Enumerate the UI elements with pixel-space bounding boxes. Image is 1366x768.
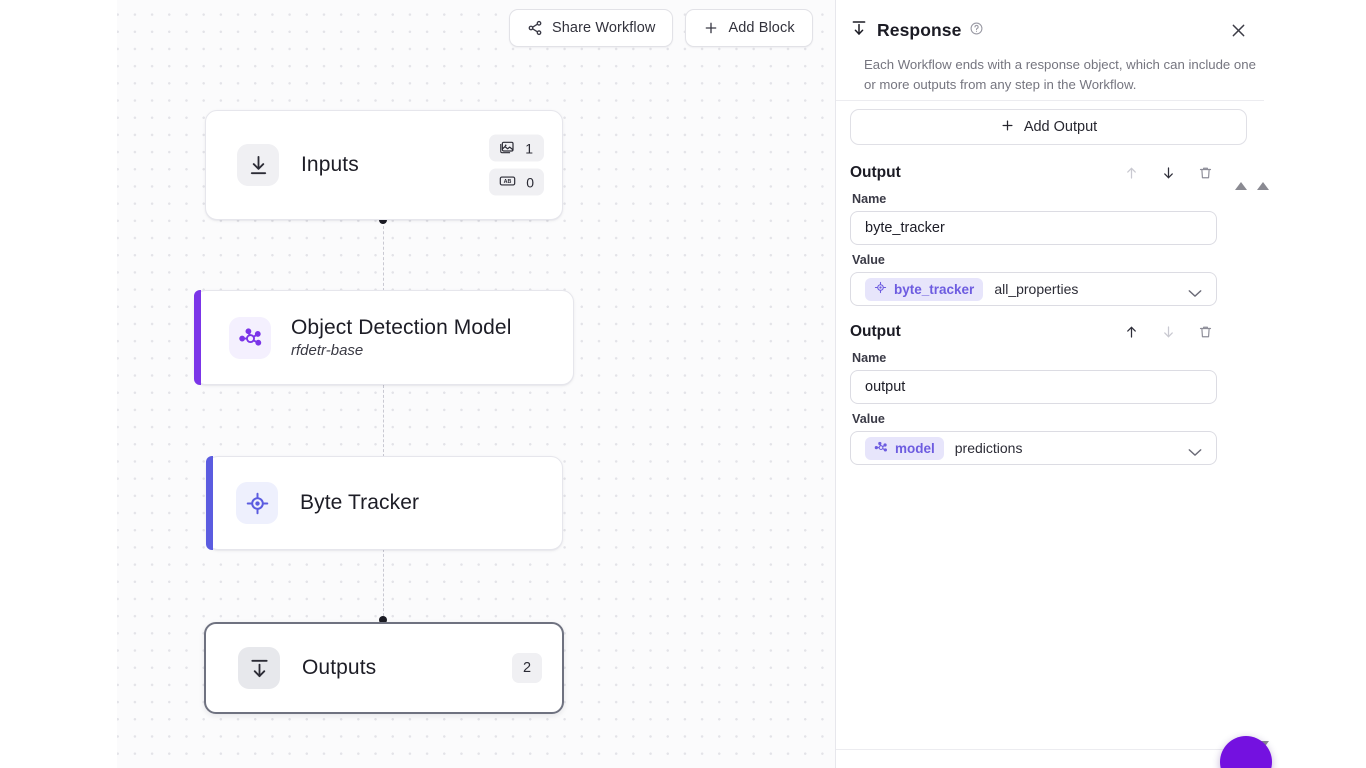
close-icon[interactable] bbox=[1229, 21, 1249, 41]
select-value: all_properties bbox=[994, 281, 1079, 297]
triangle-up-icon[interactable] bbox=[1235, 182, 1247, 190]
share-workflow-label: Share Workflow bbox=[552, 20, 656, 36]
node-accent-bar bbox=[194, 290, 201, 385]
crosshair-target-icon bbox=[236, 482, 278, 524]
badge-image-count: 1 bbox=[489, 134, 544, 162]
edge-tracker-to-outputs bbox=[383, 549, 384, 621]
triangle-up-icon[interactable] bbox=[1257, 182, 1269, 190]
output-heading: Output bbox=[850, 164, 901, 181]
edge-inputs-to-model bbox=[383, 221, 384, 291]
badge-count: 2 bbox=[522, 660, 532, 676]
share-nodes-icon bbox=[527, 20, 543, 36]
plus-icon bbox=[703, 20, 719, 36]
add-output-button[interactable]: Add Output bbox=[850, 109, 1247, 145]
share-workflow-button[interactable]: Share Workflow bbox=[509, 9, 674, 47]
scrollbar-up-arrows[interactable] bbox=[1235, 182, 1269, 190]
name-label: Name bbox=[852, 192, 887, 206]
edge-model-to-tracker bbox=[383, 385, 384, 457]
add-block-button[interactable]: Add Block bbox=[685, 9, 813, 47]
node-title: Outputs bbox=[302, 656, 377, 679]
output-value-select[interactable]: model predictions bbox=[850, 431, 1217, 465]
arrow-up-icon[interactable] bbox=[1124, 165, 1139, 181]
value-source-chip: byte_tracker bbox=[865, 277, 984, 301]
node-title: Object Detection Model bbox=[291, 316, 512, 339]
badge-count: 1 bbox=[525, 140, 533, 156]
node-title: Byte Tracker bbox=[300, 491, 420, 514]
panel-body: Add Output Output bbox=[850, 109, 1264, 480]
panel-description: Each Workflow ends with a response objec… bbox=[864, 57, 1256, 93]
output-heading: Output bbox=[850, 323, 901, 340]
svg-text:AB: AB bbox=[504, 179, 512, 185]
download-from-line-icon bbox=[238, 647, 280, 689]
canvas-right-edge bbox=[835, 0, 836, 768]
port-inputs-out[interactable] bbox=[379, 216, 387, 224]
arrow-down-icon[interactable] bbox=[1161, 165, 1176, 181]
output-group: Output bbox=[850, 321, 1264, 465]
node-byte-tracker[interactable]: Byte Tracker bbox=[206, 456, 563, 550]
add-output-label: Add Output bbox=[1023, 119, 1098, 135]
text-ab-icon: AB bbox=[499, 173, 516, 191]
name-label: Name bbox=[852, 351, 887, 365]
download-to-line-icon bbox=[237, 144, 279, 186]
node-title: Inputs bbox=[301, 153, 359, 176]
trash-icon[interactable] bbox=[1198, 165, 1213, 181]
badge-count: 0 bbox=[526, 174, 534, 190]
arrow-down-icon[interactable] bbox=[1161, 324, 1176, 340]
node-subtitle: rfdetr-base bbox=[291, 342, 364, 359]
value-label: Value bbox=[852, 412, 885, 426]
node-inputs[interactable]: Inputs 1 AB 0 bbox=[205, 110, 563, 220]
badge-output-count: 2 bbox=[512, 653, 542, 683]
node-accent-bar bbox=[206, 456, 213, 550]
canvas-toolbar: Share Workflow Add Block bbox=[509, 9, 813, 47]
model-graph-icon bbox=[874, 440, 888, 457]
response-panel: Response Each Workflow ends with a respo… bbox=[836, 0, 1366, 768]
model-graph-icon bbox=[229, 316, 271, 359]
canvas-left-gutter bbox=[0, 0, 117, 768]
select-value: predictions bbox=[954, 440, 1023, 456]
output-group: Output bbox=[850, 162, 1264, 306]
value-source-chip: model bbox=[865, 436, 944, 460]
panel-bottom-divider bbox=[836, 749, 1264, 750]
trash-icon[interactable] bbox=[1198, 324, 1213, 340]
chevron-down-icon bbox=[1188, 285, 1202, 303]
chevron-down-icon bbox=[1188, 444, 1202, 462]
arrow-up-icon[interactable] bbox=[1124, 324, 1139, 340]
node-object-detection-model[interactable]: Object Detection Model rfdetr-base bbox=[194, 290, 574, 385]
arrow-to-line-down-icon bbox=[850, 19, 868, 42]
add-block-label: Add Block bbox=[728, 20, 795, 36]
panel-title: Response bbox=[877, 20, 962, 40]
image-icon bbox=[499, 139, 515, 157]
output-name-input[interactable] bbox=[850, 370, 1217, 404]
chip-label: byte_tracker bbox=[894, 281, 975, 297]
chip-label: model bbox=[895, 440, 935, 456]
panel-divider bbox=[836, 100, 1264, 101]
inputs-badges: 1 AB 0 bbox=[489, 134, 544, 196]
value-label: Value bbox=[852, 253, 885, 267]
node-outputs[interactable]: Outputs 2 bbox=[204, 622, 564, 714]
plus-icon bbox=[1000, 118, 1015, 137]
output-value-select[interactable]: byte_tracker all_properties bbox=[850, 272, 1217, 306]
help-circle-icon[interactable] bbox=[970, 22, 983, 40]
port-outputs-in[interactable] bbox=[379, 616, 387, 624]
panel-header: Response Each Workflow ends with a respo… bbox=[836, 0, 1366, 95]
crosshair-target-icon bbox=[874, 281, 887, 297]
badge-text-count: AB 0 bbox=[489, 168, 544, 196]
output-name-input[interactable] bbox=[850, 211, 1217, 245]
